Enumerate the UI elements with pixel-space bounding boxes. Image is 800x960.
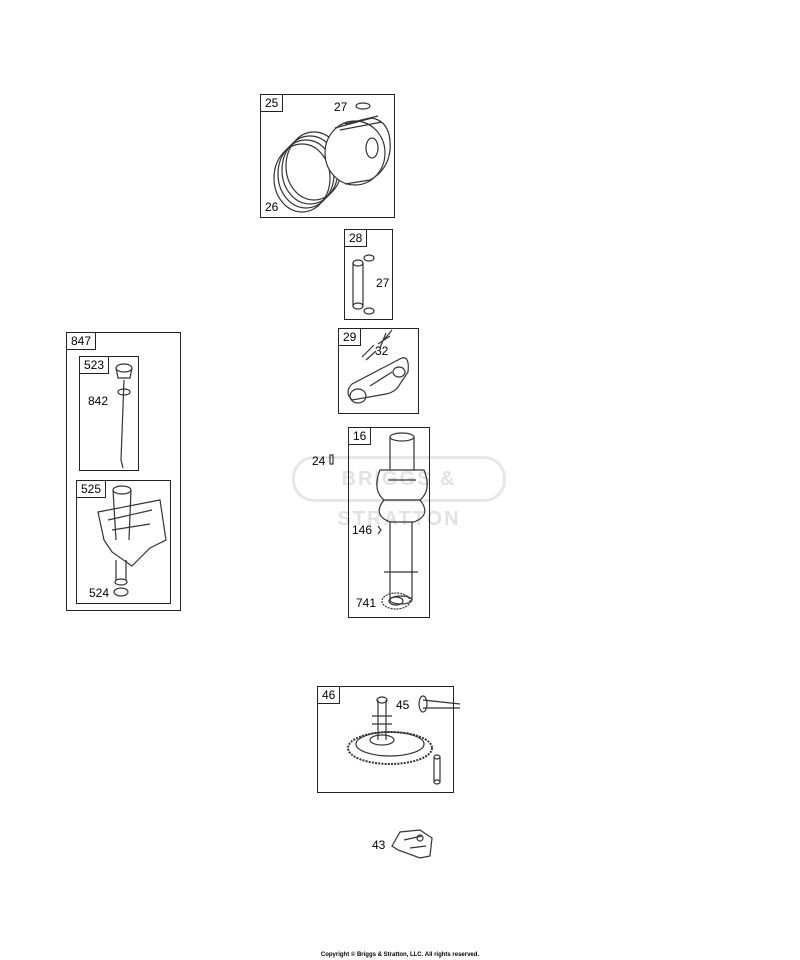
callout-27-pin-retainer[interactable]: 27	[376, 276, 390, 290]
piston-pin-box: 28	[344, 229, 393, 320]
callout-24-key[interactable]: 24	[312, 454, 326, 468]
dipstick-kit-box-label: 847	[66, 332, 97, 350]
piston-box-label: 25	[260, 94, 284, 112]
piston-box: 25	[260, 94, 395, 218]
dipstick-tube-box: 525	[76, 480, 171, 604]
crankshaft-box: 16	[348, 427, 430, 618]
callout-45-lifter[interactable]: 45	[396, 698, 410, 712]
callout-842-oring[interactable]: 842	[88, 394, 109, 408]
camshaft-box: 46	[317, 686, 454, 793]
camshaft-box-label: 46	[317, 686, 341, 704]
callout-27-retainer[interactable]: 27	[334, 100, 348, 114]
copyright-notice: Copyright © Briggs & Stratton, LLC. All …	[320, 952, 480, 958]
piston-pin-box-label: 28	[344, 229, 368, 247]
callout-524-oring[interactable]: 524	[89, 586, 110, 600]
callout-26-rings[interactable]: 26	[265, 200, 279, 214]
callout-43-governor[interactable]: 43	[372, 838, 386, 852]
dipstick-tube-box-label: 525	[76, 480, 107, 498]
callout-32-rod-bolt[interactable]: 32	[375, 344, 389, 358]
crankshaft-box-label: 16	[348, 427, 372, 445]
dipstick-box: 523	[79, 356, 139, 471]
callout-741-gear[interactable]: 741	[356, 596, 377, 610]
callout-146-key[interactable]: 146	[352, 523, 373, 537]
governor-drawing	[391, 829, 433, 859]
dipstick-kit-box: 847	[66, 332, 181, 611]
connecting-rod-box: 29	[338, 328, 419, 414]
connecting-rod-box-label: 29	[338, 328, 362, 346]
dipstick-box-label: 523	[79, 356, 110, 374]
